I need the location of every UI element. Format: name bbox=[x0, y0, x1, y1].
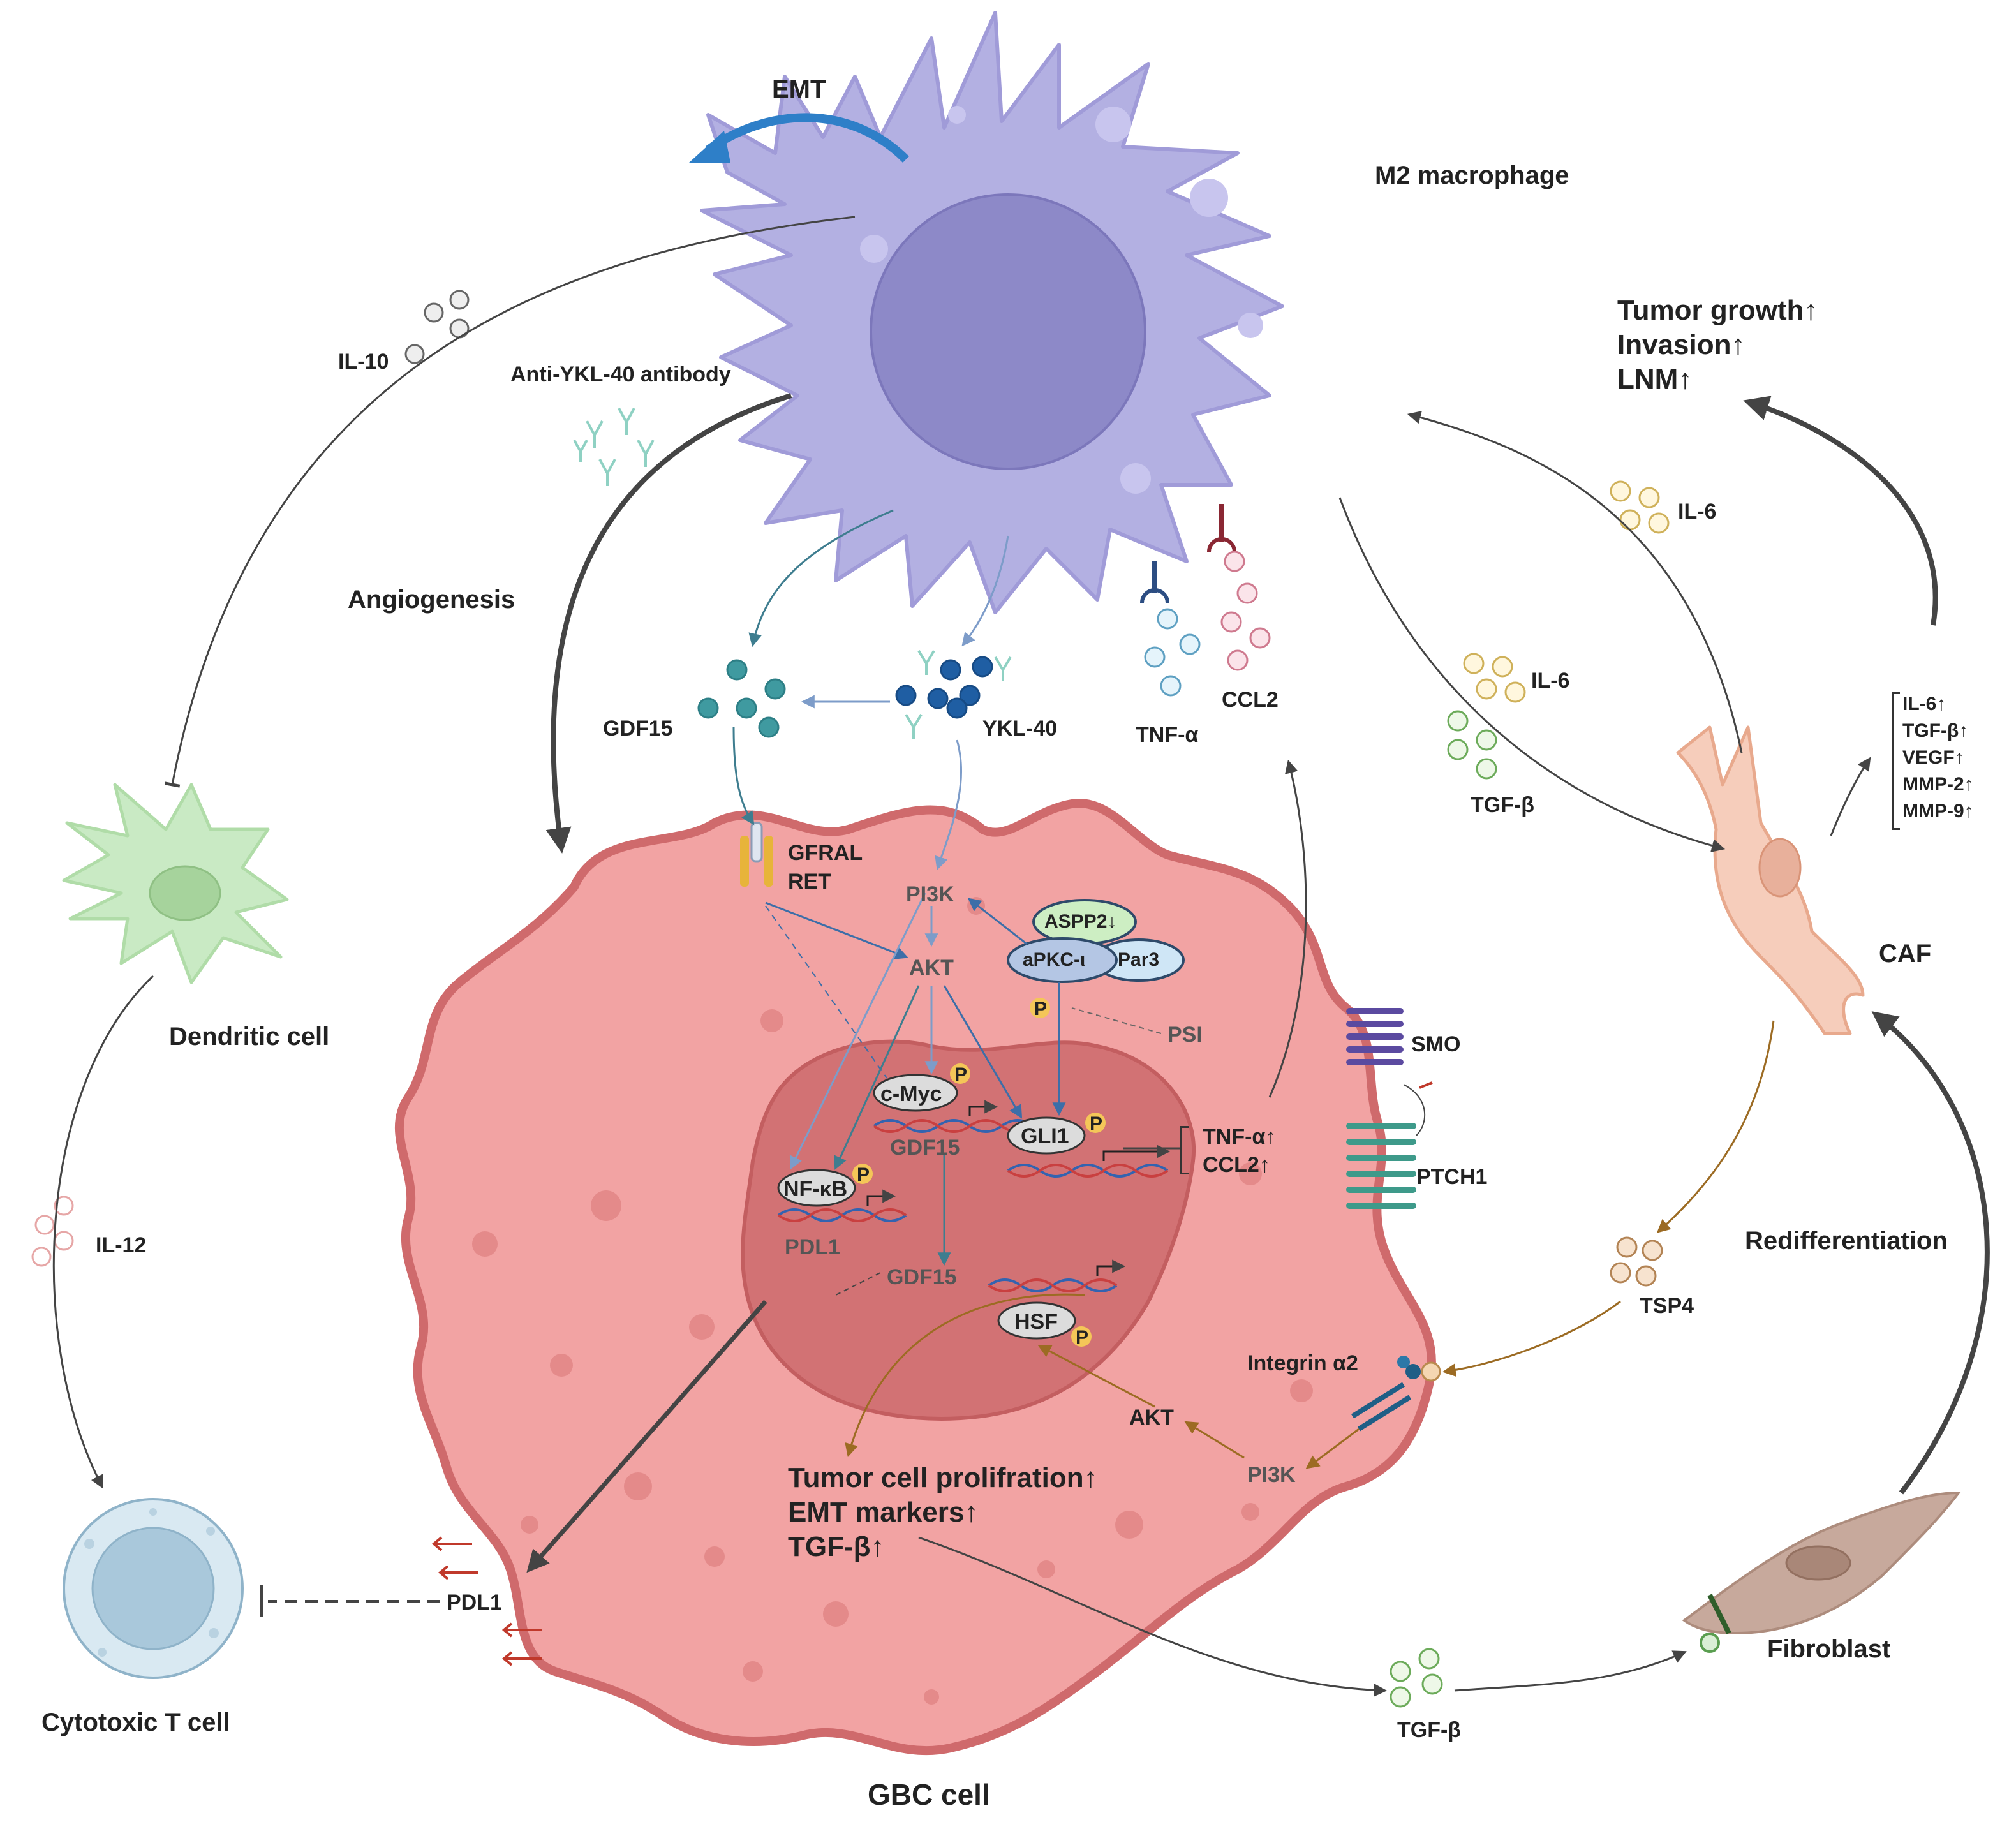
pdl1-surface-label: PDL1 bbox=[447, 1590, 502, 1615]
il6-top-dots bbox=[1610, 480, 1670, 534]
gbc-cell-label: GBC cell bbox=[868, 1778, 990, 1811]
emt-arrowhead bbox=[689, 131, 730, 163]
tgfb-bottom-dots bbox=[1390, 1648, 1443, 1708]
p-apkc: P bbox=[1034, 998, 1048, 1019]
tsp4-dots bbox=[1610, 1236, 1663, 1287]
fibroblast-label: Fibroblast bbox=[1767, 1635, 1891, 1663]
ret-label: RET bbox=[788, 870, 831, 894]
m2-macrophage bbox=[700, 11, 1284, 614]
ccl2-receptor bbox=[1207, 504, 1236, 552]
tnf-receptor bbox=[1140, 561, 1169, 603]
gli-targets-bracket bbox=[1180, 1126, 1189, 1174]
gdf15-dots bbox=[697, 659, 786, 738]
gdf15-label: GDF15 bbox=[603, 716, 673, 741]
tnfa-dots bbox=[1144, 608, 1201, 697]
anti-ykl40-label: Anti-YKL-40 antibody bbox=[510, 362, 731, 387]
psi-label: PSI bbox=[1167, 1023, 1203, 1047]
caf-secreted-list: IL-6↑ TGF-β↑ VEGF↑ MMP-2↑ MMP-9↑ bbox=[1902, 691, 1974, 825]
akt-top-label: AKT bbox=[909, 956, 954, 980]
caf-outcome-invasion: Invasion↑ bbox=[1617, 329, 1745, 360]
pdl1-surface-arrows bbox=[431, 1536, 542, 1666]
tumor-outcome-tgfb: TGF-β↑ bbox=[788, 1531, 885, 1562]
fibroblast-cell bbox=[1682, 1491, 1962, 1653]
tnfa-label: TNF-α bbox=[1136, 723, 1199, 747]
integrin-receptor bbox=[1351, 1356, 1441, 1432]
caf-outcome-lnm: LNM↑ bbox=[1617, 364, 1693, 395]
il6-mid-dots bbox=[1463, 653, 1526, 703]
cytotoxic-t-cell bbox=[63, 1498, 244, 1679]
gli-targets-list: TNF-α↑ CCL2↑ bbox=[1203, 1123, 1276, 1179]
smo-receptor bbox=[1346, 1008, 1404, 1065]
smo-label: SMO bbox=[1411, 1032, 1461, 1056]
gli-target-ccl2: CCL2↑ bbox=[1203, 1153, 1270, 1177]
pdl1-gene-label: PDL1 bbox=[785, 1235, 840, 1259]
il12-dots bbox=[31, 1196, 74, 1267]
il10-label: IL-10 bbox=[338, 350, 389, 374]
dendritic-cell bbox=[62, 783, 289, 984]
cytotoxic-t-cell-label: Cytotoxic T cell bbox=[41, 1708, 230, 1736]
akt-bottom-label: AKT bbox=[1129, 1405, 1174, 1430]
ptch1-label: PTCH1 bbox=[1416, 1165, 1488, 1189]
tgfb-mid-dots bbox=[1447, 710, 1497, 780]
caf-cell bbox=[1676, 725, 1865, 1035]
p-cmyc: P bbox=[954, 1064, 968, 1085]
aspp2-label: ASPP2↓ bbox=[1044, 911, 1117, 932]
tumor-outcome-proliferation: Tumor cell prolifration↑ bbox=[788, 1462, 1098, 1493]
pi3k-top-label: PI3K bbox=[906, 882, 954, 907]
redifferentiation-label: Redifferentiation bbox=[1745, 1227, 1948, 1255]
hsf-label: HSF bbox=[1014, 1310, 1058, 1334]
transcription-marks bbox=[866, 1100, 1171, 1276]
dendritic-cell-label: Dendritic cell bbox=[169, 1023, 330, 1051]
ykl40-antibodies bbox=[905, 649, 1012, 739]
interaction-arrows bbox=[52, 216, 1990, 1697]
caf-secreted-tgfb: TGF-β↑ bbox=[1902, 720, 1969, 741]
macrophage-nucleus bbox=[870, 193, 1146, 470]
gdf15-out-label: GDF15 bbox=[887, 1265, 957, 1289]
par3-label: Par3 bbox=[1118, 949, 1160, 970]
apkc-label: aPKC-ι bbox=[1023, 949, 1086, 970]
pi3k-bottom-label: PI3K bbox=[1247, 1463, 1296, 1487]
caf-label: CAF bbox=[1879, 940, 1932, 968]
tumor-outcomes-list: Tumor cell prolifration↑ EMT markers↑ TG… bbox=[788, 1461, 1098, 1564]
ykl40-label: YKL-40 bbox=[982, 716, 1058, 741]
il6-mid-label: IL-6 bbox=[1531, 669, 1570, 693]
tsp4-label: TSP4 bbox=[1640, 1294, 1694, 1318]
p-nfkb: P bbox=[857, 1164, 870, 1185]
ccl2-dots bbox=[1220, 551, 1271, 671]
tgfb-mid-label: TGF-β bbox=[1471, 793, 1535, 817]
signaling-nodes bbox=[777, 899, 1185, 1347]
anti-ykl40-antibodies bbox=[573, 408, 655, 486]
caf-secreted-vegf: VEGF↑ bbox=[1902, 747, 1964, 768]
il10-dots bbox=[404, 290, 470, 364]
nfkb-label: NF-κB bbox=[783, 1177, 848, 1201]
caf-secreted-bracket bbox=[1892, 692, 1900, 830]
gfral-ret-receptor bbox=[740, 822, 773, 887]
ykl40-dots bbox=[895, 656, 993, 719]
cmyc-label: c-Myc bbox=[880, 1082, 942, 1106]
dna-strands bbox=[777, 1119, 1169, 1292]
caf-outcome-growth: Tumor growth↑ bbox=[1617, 295, 1818, 326]
gli1-label: GLI1 bbox=[1021, 1124, 1069, 1148]
ccl2-label: CCL2 bbox=[1222, 688, 1279, 712]
integrin-label: Integrin α2 bbox=[1247, 1351, 1358, 1375]
emt-label: EMT bbox=[772, 75, 826, 103]
caf-secreted-il6: IL-6↑ bbox=[1902, 693, 1946, 715]
p-gli1: P bbox=[1090, 1113, 1103, 1134]
ptch1-receptor bbox=[1346, 1123, 1416, 1209]
il6-top-label: IL-6 bbox=[1678, 500, 1717, 524]
p-hsf: P bbox=[1076, 1327, 1089, 1348]
caf-outcomes-list: Tumor growth↑ Invasion↑ LNM↑ bbox=[1617, 293, 1818, 397]
tumor-outcome-emt: EMT markers↑ bbox=[788, 1497, 979, 1528]
tgfb-bottom-label: TGF-β bbox=[1397, 1718, 1462, 1742]
m2-macrophage-label: M2 macrophage bbox=[1375, 161, 1569, 189]
gdf15-gene-label: GDF15 bbox=[890, 1136, 960, 1160]
caf-secreted-mmp9: MMP-9↑ bbox=[1902, 801, 1974, 822]
angiogenesis-label: Angiogenesis bbox=[348, 586, 515, 614]
gli-target-tnfa: TNF-α↑ bbox=[1203, 1125, 1277, 1149]
gfral-label: GFRAL bbox=[788, 841, 863, 865]
caf-secreted-mmp2: MMP-2↑ bbox=[1902, 774, 1974, 795]
emt-arrow bbox=[705, 113, 909, 163]
il12-label: IL-12 bbox=[96, 1233, 147, 1257]
